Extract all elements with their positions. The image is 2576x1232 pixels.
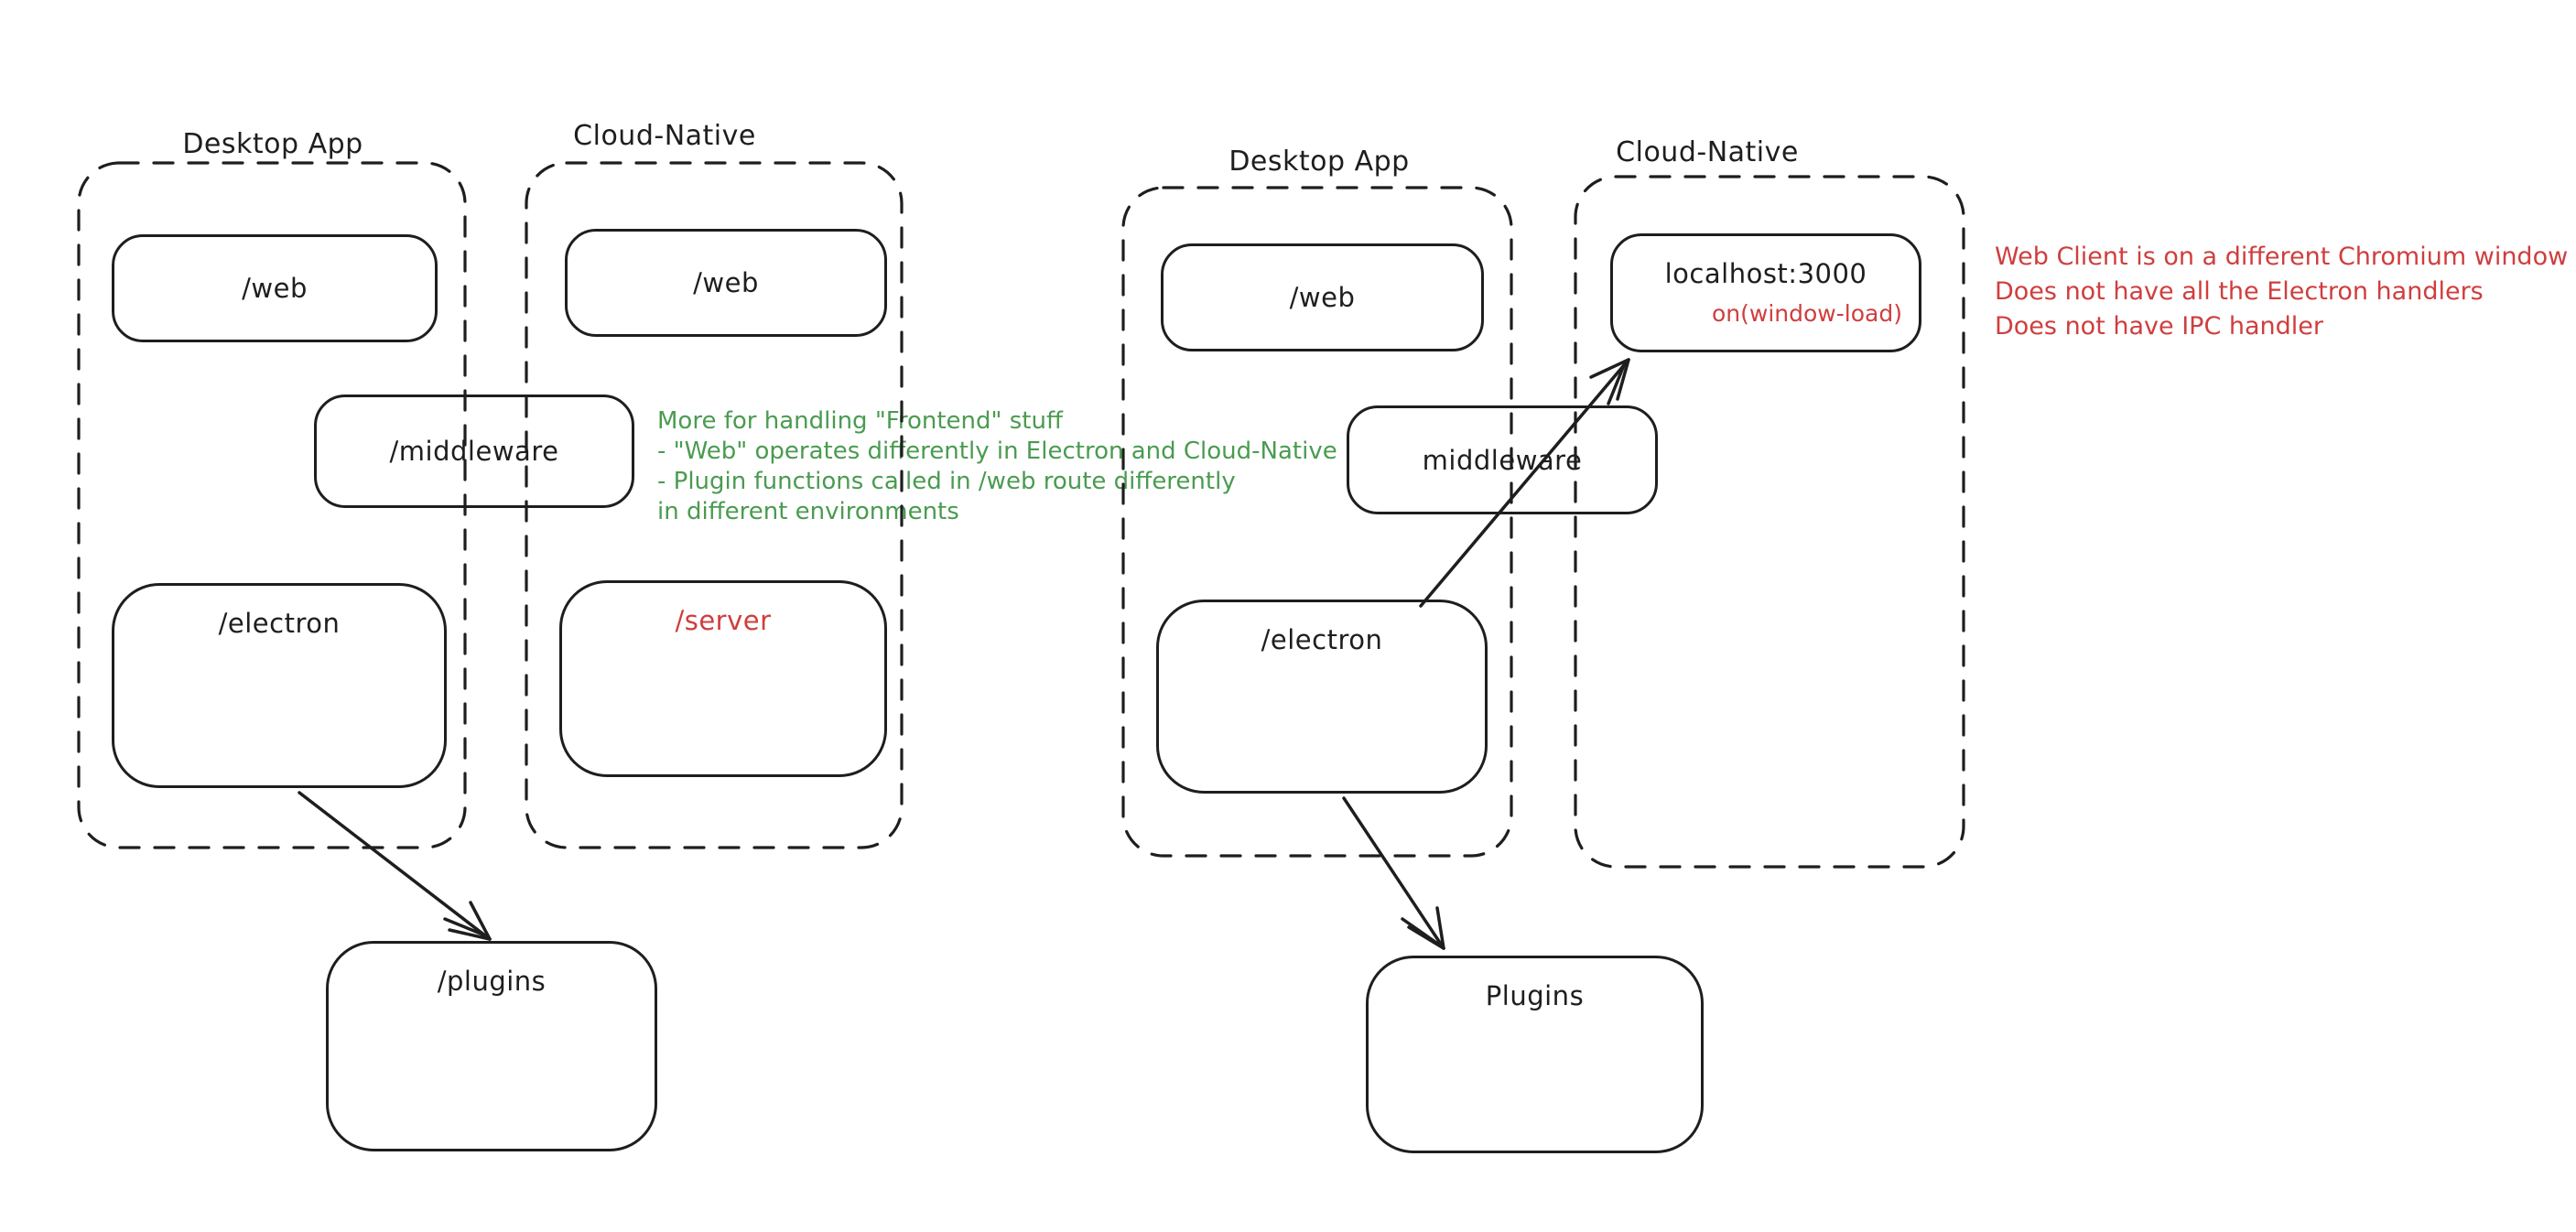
green-note: More for handling "Frontend" stuff - "We… (657, 406, 1337, 527)
left-server-box: /server (559, 580, 887, 777)
left-desktop-web-box: /web (112, 234, 438, 342)
right-electron-box: /electron (1156, 600, 1488, 794)
localhost-box: localhost:3000 on(window-load) (1610, 233, 1921, 352)
right-cloud-title: Cloud-Native (1616, 136, 1799, 168)
red-note-line-2: Does not have all the Electron handlers (1995, 277, 2484, 306)
left-middleware-label: /middleware (389, 436, 559, 467)
arrow-left-electron-to-plugins (298, 791, 492, 941)
left-desktop-web-label: /web (242, 273, 308, 304)
red-note-line-1: Web Client is on a different Chromium wi… (1995, 243, 2569, 271)
left-plugins-label: /plugins (437, 966, 547, 997)
left-cloud-web-box: /web (565, 229, 887, 337)
right-plugins-label: Plugins (1485, 980, 1585, 1011)
right-electron-label: /electron (1261, 624, 1383, 655)
left-desktop-title: Desktop App (182, 128, 363, 160)
localhost-label: localhost:3000 (1664, 258, 1867, 289)
left-electron-box: /electron (112, 583, 447, 788)
left-electron-label: /electron (218, 608, 341, 639)
right-desktop-title: Desktop App (1228, 146, 1410, 178)
left-cloud-title: Cloud-Native (573, 120, 756, 152)
right-middleware-box: middleware (1347, 405, 1658, 514)
left-server-label: /server (675, 605, 772, 636)
green-note-line-2: - "Web" operates differently in Electron… (657, 438, 1337, 465)
green-note-line-3: - Plugin functions called in /web route … (657, 468, 1236, 495)
right-desktop-web-box: /web (1161, 243, 1484, 351)
right-middleware-label: middleware (1422, 444, 1583, 476)
green-note-line-1: More for handling "Frontend" stuff (657, 407, 1063, 435)
red-note: Web Client is on a different Chromium wi… (1995, 240, 2568, 344)
left-cloud-web-label: /web (693, 267, 759, 298)
right-plugins-box: Plugins (1366, 956, 1704, 1153)
arrow-right-electron-to-plugins (1342, 796, 1445, 950)
left-middleware-box: /middleware (314, 394, 634, 508)
red-note-line-3: Does not have IPC handler (1995, 312, 2324, 340)
right-desktop-web-label: /web (1289, 282, 1356, 313)
left-plugins-box: /plugins (326, 941, 657, 1151)
green-note-line-4: in different environments (657, 498, 959, 525)
window-load-event-label: on(window-load) (1712, 300, 1902, 327)
